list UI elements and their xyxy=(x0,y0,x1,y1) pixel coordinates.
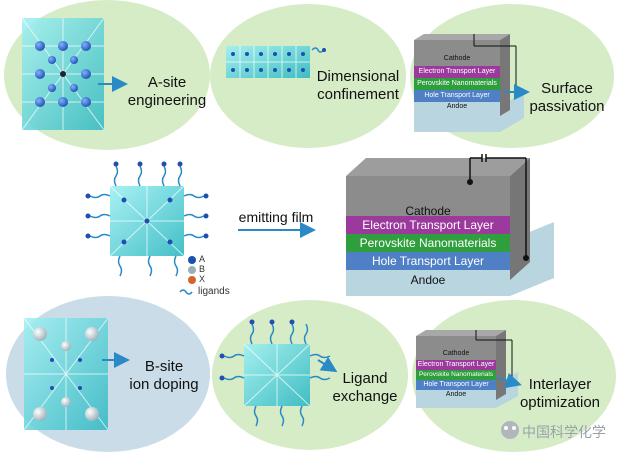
interlayer-label-line1: Interlayer xyxy=(528,376,592,393)
emitting-film-label: emitting film xyxy=(238,209,314,225)
surface-device-htl-label: Hole Transport Layer xyxy=(424,92,490,99)
legend-spheres xyxy=(179,256,196,295)
interlayer-device-perovskite-label: Perovskite Nanomaterials xyxy=(418,371,494,378)
dimensional-label-line1: Dimensional xyxy=(316,68,400,85)
legend-a: A xyxy=(199,254,206,264)
center-nanocrystal xyxy=(85,161,209,277)
a-site-label-line2: engineering xyxy=(127,92,207,109)
b-site-crystal xyxy=(23,317,130,431)
surface-label-line2: passivation xyxy=(529,98,605,115)
surface-label: Surface passivation xyxy=(526,80,608,116)
main-device xyxy=(346,154,554,296)
dimensional-sheet xyxy=(226,46,326,78)
surface-device-perovskite-label: Perovskite Nanomaterials xyxy=(417,80,497,87)
legend-x: X xyxy=(199,274,206,284)
interlayer-device-etl-label: Electron Transport Layer xyxy=(417,361,495,368)
interlayer-device-htl-label: Hole Transport Layer xyxy=(423,381,489,388)
surface-device-anode-label: Andoe xyxy=(446,103,468,110)
interlayer-device-anode-label: Andoe xyxy=(445,391,467,398)
a-site-crystal xyxy=(21,17,128,131)
ligand-crystal xyxy=(219,319,338,427)
interlayer-device-cathode-label: Cathode xyxy=(442,350,470,357)
interlayer-label-line2: optimization xyxy=(519,394,601,411)
interlayer-device xyxy=(416,330,522,408)
ligand-label-line2: exchange xyxy=(332,388,398,405)
legend-b: B xyxy=(199,264,206,274)
surface-device-cathode-label: Cathode xyxy=(443,55,471,62)
ligand-label: Ligand exchange xyxy=(326,370,404,406)
dimensional-label-line2: confinement xyxy=(317,86,399,103)
device-htl-label: Hole Transport Layer xyxy=(371,254,485,268)
b-site-label-line1: B-site xyxy=(144,358,184,375)
watermark-text: 中国科学化学 xyxy=(522,425,606,441)
device-perovskite-label: Perovskite Nanomaterials xyxy=(359,236,497,250)
dimensional-label: Dimensional confinement xyxy=(312,68,404,104)
interlayer-label: Interlayer optimization xyxy=(512,376,608,412)
ligand-label-line1: Ligand xyxy=(342,370,388,387)
surface-label-line1: Surface xyxy=(541,80,593,97)
a-site-label: A-site engineering xyxy=(126,74,208,110)
surface-device xyxy=(414,34,530,132)
watermark-icon xyxy=(501,421,519,439)
b-site-label-line2: ion doping xyxy=(129,376,199,393)
legend-ligands: ligands xyxy=(198,286,230,297)
a-site-label-line1: A-site xyxy=(147,74,187,91)
surface-device-etl-label: Electron Transport Layer xyxy=(418,68,496,75)
device-etl-label: Electron Transport Layer xyxy=(362,218,494,232)
device-anode-label: Andoe xyxy=(410,273,446,287)
device-cathode-label: Cathode xyxy=(405,204,451,218)
b-site-label: B-site ion doping xyxy=(124,358,204,394)
